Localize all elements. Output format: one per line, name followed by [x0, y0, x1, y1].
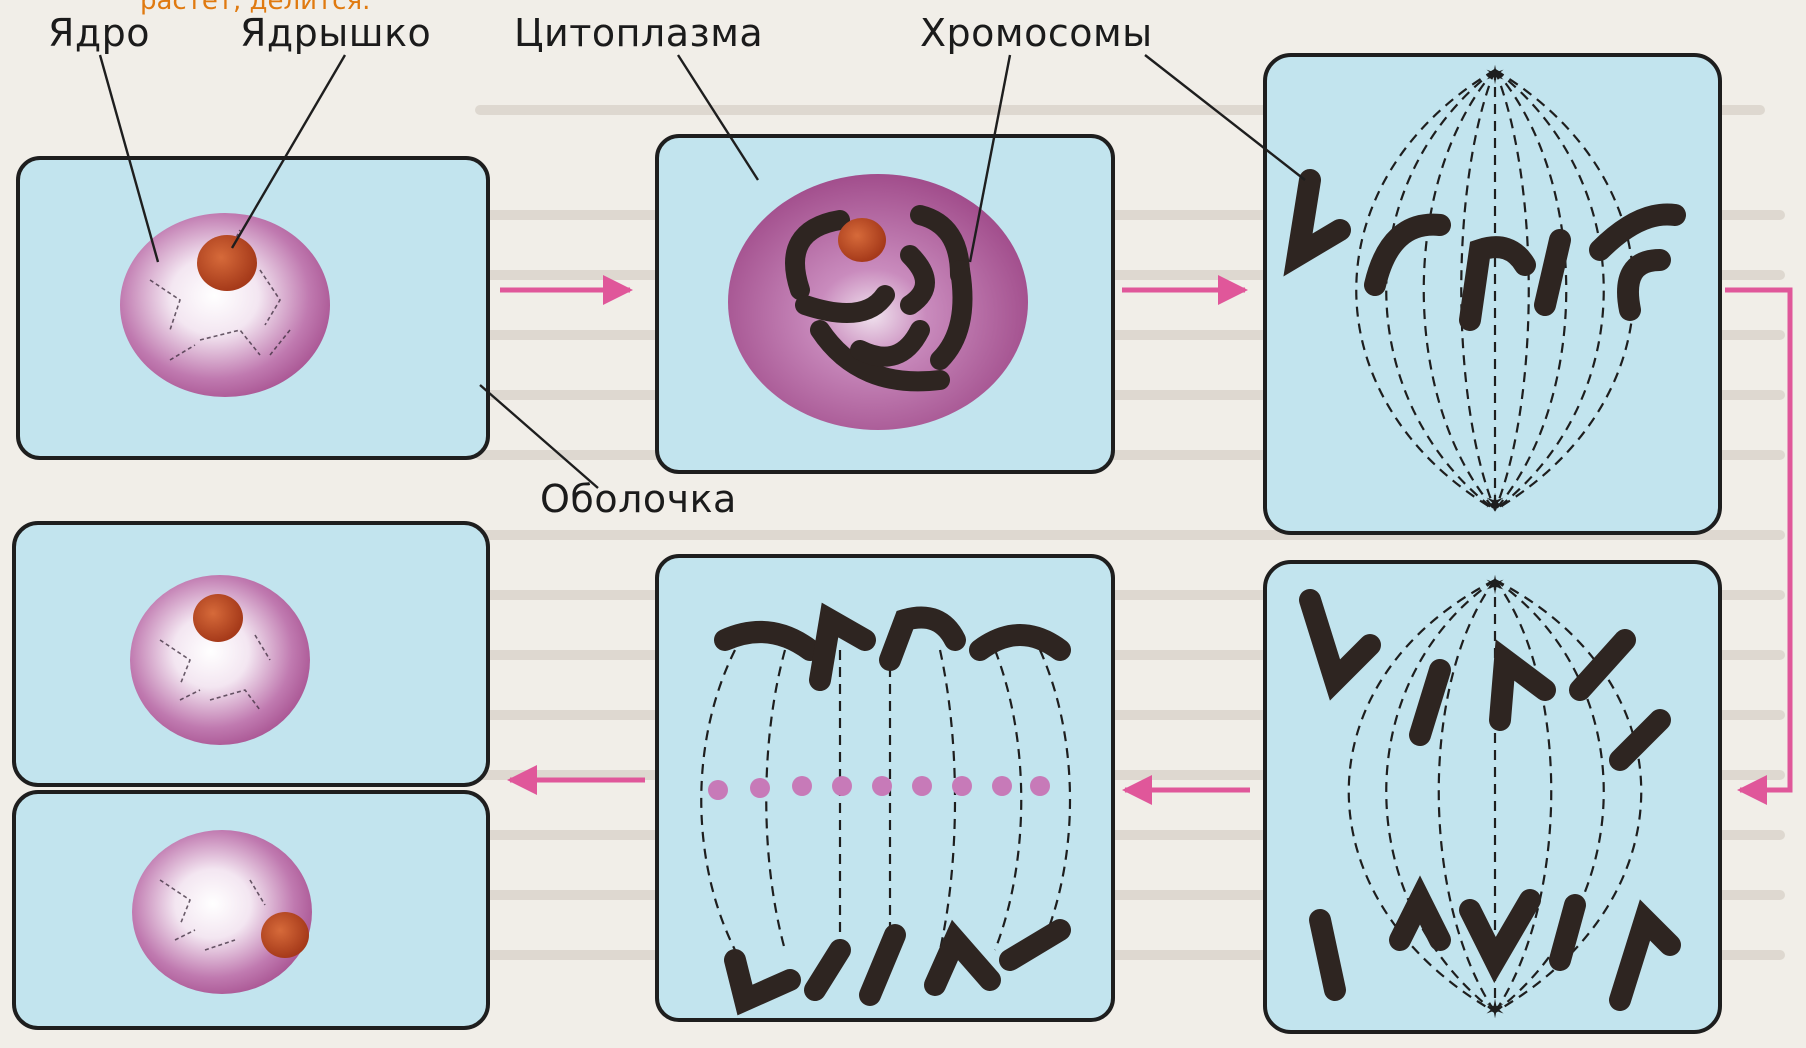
cell-anaphase: ✶ ✶ — [1265, 562, 1720, 1032]
cell-prophase — [657, 136, 1113, 472]
cell-interphase — [18, 158, 488, 458]
nucleolus — [193, 594, 243, 642]
cell-telophase — [657, 556, 1113, 1020]
nucleolus — [261, 912, 309, 958]
centrosome-bottom-icon: ✶ — [1484, 489, 1506, 519]
arrow-down-connector — [1725, 290, 1790, 790]
cell-metaphase: ✶ ✶ — [1265, 55, 1720, 533]
daughter-cells — [14, 523, 488, 1028]
nucleolus — [838, 218, 886, 262]
centrosome-top-icon: ✶ — [1484, 571, 1506, 601]
nucleolus — [197, 235, 257, 291]
centrosome-bottom-icon: ✶ — [1484, 995, 1506, 1025]
centrosome-top-icon: ✶ — [1484, 61, 1506, 91]
pointer-membrane — [480, 385, 598, 488]
